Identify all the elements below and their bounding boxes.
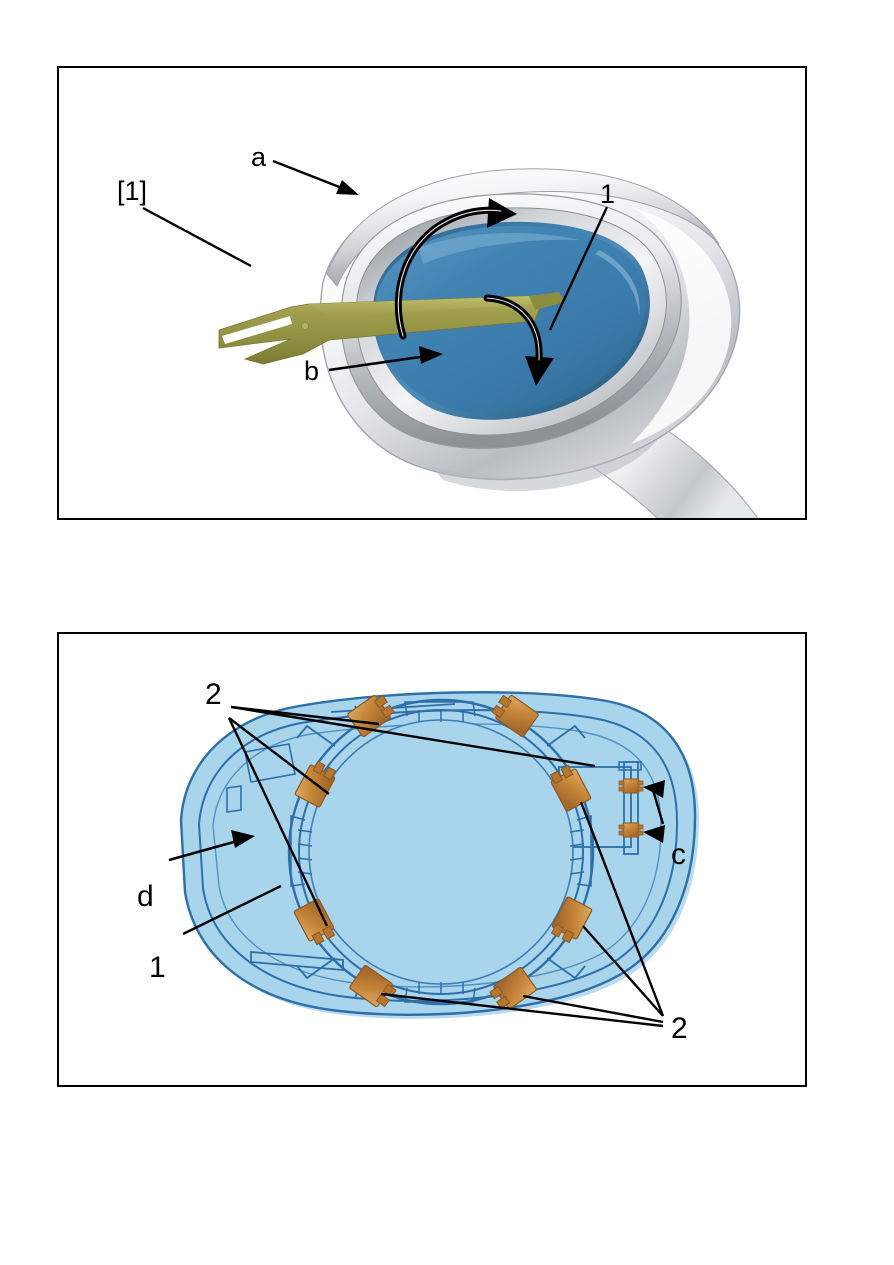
clip bbox=[489, 966, 537, 1010]
callout-label-tool: [1] bbox=[117, 176, 147, 206]
clip bbox=[549, 764, 592, 812]
callout-label-clips-bottom: 2 bbox=[671, 1012, 688, 1045]
leader-tool bbox=[142, 206, 252, 268]
callout-label-plate-1: 1 bbox=[149, 951, 166, 984]
leader-b bbox=[328, 354, 428, 372]
housing-shadow-lower bbox=[431, 438, 659, 491]
callout-label-part-1: 1 bbox=[600, 179, 615, 209]
plate-inner-rim-2 bbox=[212, 723, 662, 988]
connector-terminal-tabs bbox=[618, 778, 644, 838]
leader-clip-right-lower bbox=[582, 925, 664, 1017]
figure-1-illustration: [1] a 1 b bbox=[117, 142, 759, 518]
pry-tool bbox=[218, 292, 565, 365]
clip bbox=[550, 896, 593, 944]
leader-clip-bottom-left bbox=[380, 992, 664, 1028]
callout-label-a: a bbox=[251, 142, 267, 172]
arrowhead-c-upper bbox=[643, 780, 665, 798]
leader-part-1 bbox=[548, 206, 609, 331]
connector-top-tab bbox=[618, 761, 642, 771]
leader-c-upper bbox=[651, 789, 665, 825]
callout-label-b: b bbox=[304, 356, 319, 386]
retainer-ring bbox=[287, 698, 595, 1006]
plate-feature-left-rib bbox=[226, 785, 242, 813]
clip bbox=[349, 964, 397, 1008]
terminal-tab bbox=[618, 778, 644, 794]
leader-d bbox=[168, 838, 242, 862]
plate-feature-left-tab bbox=[244, 743, 296, 783]
clip bbox=[293, 898, 336, 946]
leader-clip-bottom-right bbox=[522, 994, 664, 1024]
pry-tool-top-face bbox=[309, 296, 541, 316]
pry-tool-fork-gap bbox=[222, 316, 292, 344]
terminal-tab bbox=[618, 822, 644, 838]
pry-tool-pin bbox=[301, 322, 309, 330]
plate-inner-rim-1 bbox=[197, 709, 679, 1002]
figure-2-illustration: 2 2 c d 1 bbox=[137, 678, 699, 1045]
ring-inner bbox=[308, 719, 574, 985]
callout-label-d: d bbox=[137, 880, 154, 913]
leader-clip-left-upper bbox=[228, 717, 330, 795]
leader-clip-right-upper bbox=[579, 801, 665, 1017]
arrowhead-d bbox=[231, 830, 255, 848]
mirror-glass-specular bbox=[419, 233, 579, 264]
housing-highlight-right bbox=[631, 208, 732, 444]
leader-b-arrowhead bbox=[419, 346, 443, 364]
retaining-clips bbox=[293, 694, 593, 1010]
clip bbox=[491, 694, 539, 738]
plate-feature-bottom-rib bbox=[250, 951, 344, 971]
leader-clip-left-lower bbox=[227, 717, 329, 927]
ring-ribs bbox=[290, 701, 592, 1003]
figure-2-arrowheads bbox=[231, 780, 665, 848]
arrowhead-c-lower bbox=[643, 825, 665, 843]
figure-mirror-glass-removal: [1] a 1 b bbox=[57, 66, 807, 520]
figure-2-leaders bbox=[168, 705, 665, 1028]
arrow-b-curve bbox=[483, 294, 554, 386]
pry-tool-tip-insert bbox=[529, 292, 565, 310]
leader-clip-top-right bbox=[230, 705, 596, 768]
leader-plate-1 bbox=[182, 884, 282, 936]
figure-backing-plate-clips: 2 2 c d 1 bbox=[57, 632, 807, 1087]
leader-clip-top-left bbox=[230, 705, 380, 726]
mirror-glass-right-sheen bbox=[595, 250, 640, 316]
ring-outer bbox=[287, 698, 595, 1006]
leader-a-arrowhead bbox=[336, 180, 359, 195]
callout-label-connector-tabs: c bbox=[671, 838, 686, 871]
figure-1-leaders bbox=[142, 159, 609, 372]
clip bbox=[347, 694, 395, 738]
arrow-a-curve bbox=[394, 198, 517, 340]
leader-a bbox=[272, 159, 348, 192]
callout-label-clips-top: 2 bbox=[205, 678, 222, 711]
